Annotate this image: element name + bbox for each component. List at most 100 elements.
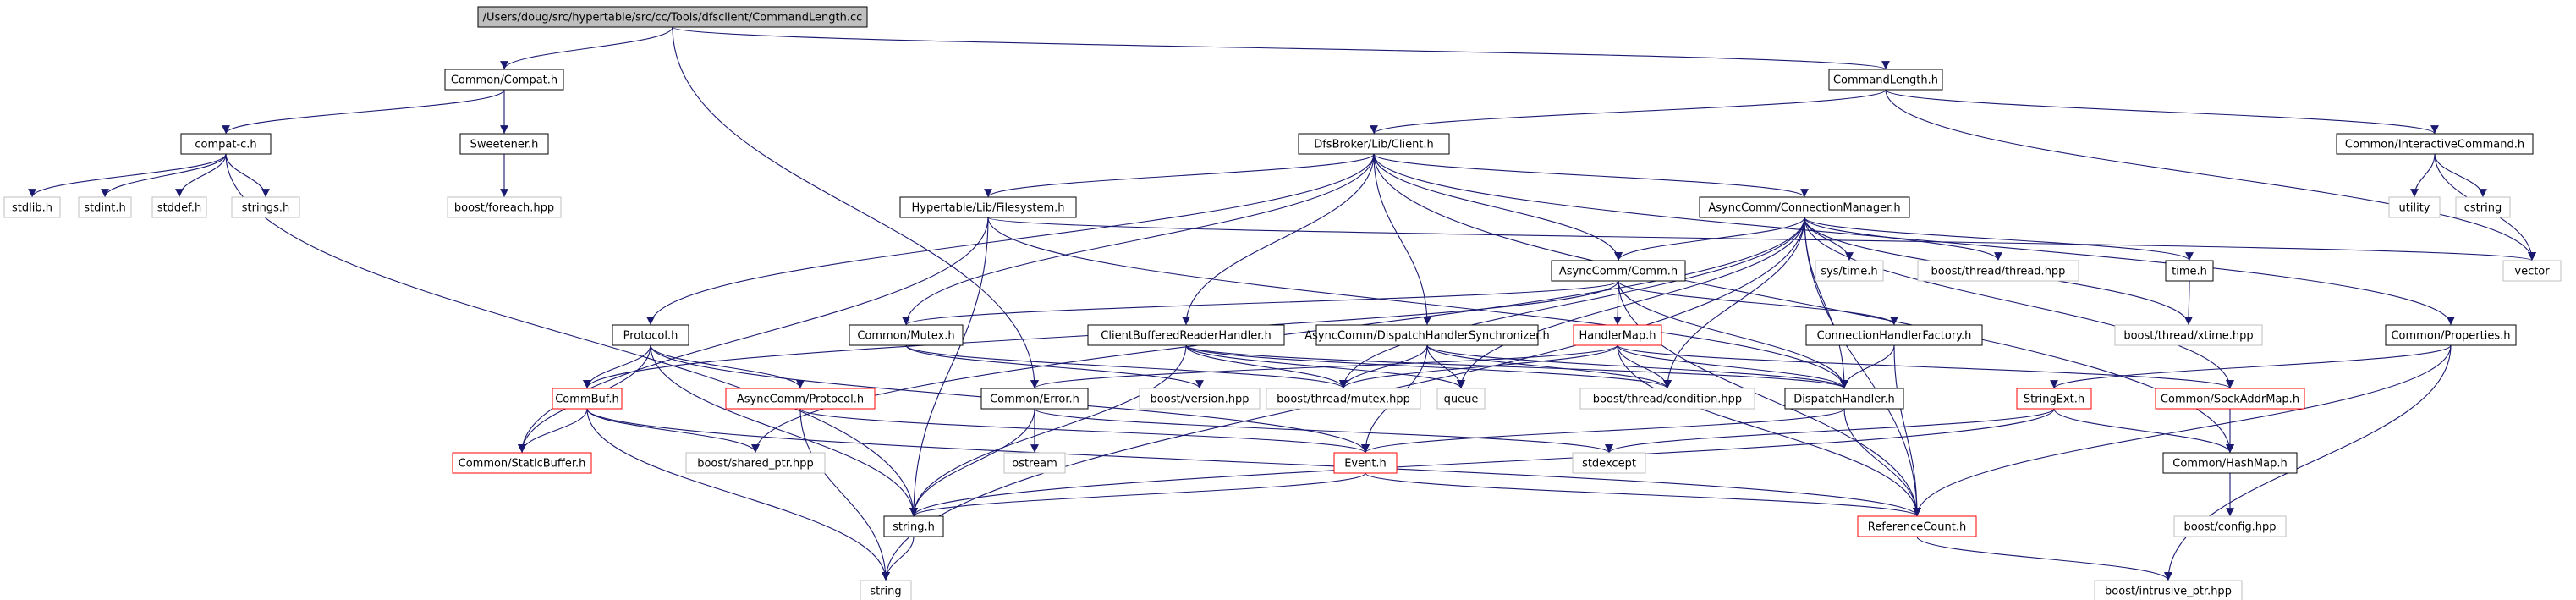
- node-stdint-h[interactable]: stdint.h: [78, 196, 132, 218]
- node-sys-time-h[interactable]: sys/time.h: [1815, 260, 1884, 282]
- node-box: [980, 388, 1089, 410]
- node-box: [1315, 324, 1539, 346]
- node-label: boost/config.hpp: [2183, 521, 2276, 534]
- edge-dfsclient-to-protocol: [646, 153, 1375, 326]
- node-asynccomm-protocol-h[interactable]: AsyncComm/Protocol.h: [725, 388, 876, 410]
- node-common-hashmap-h[interactable]: Common/HashMap.h: [2162, 452, 2298, 474]
- node-box: [444, 69, 564, 91]
- node-common-staticbuffer-h[interactable]: Common/StaticBuffer.h: [452, 452, 592, 474]
- edge-handlermap-to-refcount: [1617, 344, 1921, 517]
- node-asynccomm-comm-h[interactable]: AsyncComm/Comm.h: [1551, 260, 1686, 282]
- node-label: boost/foreach.hpp: [454, 202, 554, 215]
- node-common-sockaddrmap-h[interactable]: Common/SockAddrMap.h: [2155, 388, 2305, 410]
- edge-compat_c-to-stddef: [175, 153, 227, 198]
- node-event-h[interactable]: Event.h: [1333, 452, 1398, 474]
- node-handlermap-h[interactable]: HandlerMap.h: [1573, 324, 1662, 346]
- node-label: strings.h: [242, 202, 289, 215]
- edge-commbuf-to-staticbuf: [518, 408, 588, 454]
- edge-protocol-to-string_h: [650, 344, 918, 517]
- node-label: compat-c.h: [195, 139, 256, 151]
- node-box: [1551, 260, 1686, 282]
- node-box: [2336, 133, 2534, 155]
- node-stddef-h[interactable]: stddef.h: [151, 196, 207, 218]
- node-strings-h[interactable]: strings.h: [231, 196, 300, 218]
- node-box: [552, 388, 623, 410]
- node-boost-intrusive-ptr-hpp[interactable]: boost/intrusive_ptr.hpp: [2094, 580, 2243, 600]
- edge-compat_c-to-strings_h: [225, 153, 270, 198]
- node-ostream[interactable]: ostream: [1003, 452, 1066, 474]
- node-users-doug-src-hypertable-src-cc-tools-dfsclient-commandlength-cc[interactable]: /Users/doug/src/hypertable/src/cc/Tools/…: [477, 6, 868, 28]
- file-nodes: /Users/doug/src/hypertable/src/cc/Tools/…: [3, 6, 2562, 600]
- node-label: AsyncComm/Protocol.h: [737, 394, 864, 406]
- node-label: boost/shared_ptr.hpp: [697, 458, 814, 471]
- node-boost-version-hpp[interactable]: boost/version.hpp: [1139, 388, 1261, 410]
- edge-handlermap-to-error_h: [1030, 344, 1618, 389]
- node-referencecount-h[interactable]: ReferenceCount.h: [1857, 515, 1977, 537]
- node-label: Common/Compat.h: [451, 74, 557, 87]
- node-commbuf-h[interactable]: CommBuf.h: [552, 388, 623, 410]
- node-label: AsyncComm/Comm.h: [1559, 266, 1678, 278]
- edge-comm-to-connhf: [1618, 280, 1898, 326]
- node-cstring[interactable]: cstring: [2455, 196, 2511, 218]
- node-common-compat-h[interactable]: Common/Compat.h: [444, 69, 564, 91]
- node-boost-config-hpp[interactable]: boost/config.hpp: [2173, 515, 2287, 537]
- node-box: [2155, 388, 2305, 410]
- node-label: HandlerMap.h: [1579, 330, 1656, 343]
- node-hypertable-lib-filesystem-h[interactable]: Hypertable/Lib/Filesystem.h: [899, 196, 1077, 218]
- node-box: [2173, 515, 2287, 537]
- node-commandlength-h[interactable]: CommandLength.h: [1828, 69, 1943, 91]
- node-stdlib-h[interactable]: stdlib.h: [3, 196, 61, 218]
- node-compat-c-h[interactable]: compat-c.h: [180, 133, 272, 155]
- edge-mutex-to-boost_mutex: [905, 344, 1348, 389]
- node-clientbufferedreaderhandler-h[interactable]: ClientBufferedReaderHandler.h: [1087, 324, 1285, 346]
- node-label: boost/thread/condition.hpp: [1593, 394, 1742, 406]
- node-connectionhandlerfactory-h[interactable]: ConnectionHandlerFactory.h: [1805, 324, 1983, 346]
- node-time-h[interactable]: time.h: [2165, 260, 2214, 282]
- node-stdexcept[interactable]: stdexcept: [1572, 452, 1646, 474]
- edge-dfsclient-to-cbrh: [1182, 153, 1375, 326]
- node-string-h[interactable]: string.h: [883, 515, 944, 537]
- edge-commbuf-to-refcount: [586, 408, 1921, 517]
- node-common-mutex-h[interactable]: Common/Mutex.h: [849, 324, 964, 346]
- node-label: ReferenceCount.h: [1868, 521, 1966, 534]
- node-boost-thread-condition-hpp[interactable]: boost/thread/condition.hpp: [1579, 388, 1755, 410]
- node-label: AsyncComm/ConnectionManager.h: [1708, 202, 1900, 215]
- node-queue[interactable]: queue: [1436, 388, 1486, 410]
- edge-connmgr-to-boost_mutex: [1339, 217, 1805, 389]
- edge-stringext-to-stdexcept: [1605, 408, 2055, 454]
- node-label: Common/InteractiveCommand.h: [2345, 139, 2524, 151]
- node-stringext-h[interactable]: StringExt.h: [2016, 388, 2092, 410]
- node-common-interactivecommand-h[interactable]: Common/InteractiveCommand.h: [2336, 133, 2534, 155]
- node-common-error-h[interactable]: Common/Error.h: [980, 388, 1089, 410]
- node-box: [1298, 133, 1450, 155]
- node-box: [1087, 324, 1285, 346]
- node-asynccomm-dispatchhandlersynchronizer-h[interactable]: AsyncComm/DispatchHandlerSynchronizer.h: [1304, 324, 1550, 346]
- node-boost-thread-thread-hpp[interactable]: boost/thread/thread.hpp: [1917, 260, 2079, 282]
- node-label: sys/time.h: [1821, 266, 1877, 278]
- edge-cmdlen_h-to-dfsclient: [1370, 89, 1887, 135]
- edge-event-to-refcount: [1365, 472, 1921, 517]
- node-boost-thread-xtime-hpp[interactable]: boost/thread/xtime.hpp: [2114, 324, 2263, 346]
- node-dfsbroker-lib-client-h[interactable]: DfsBroker/Lib/Client.h: [1298, 133, 1450, 155]
- node-string[interactable]: string: [860, 580, 912, 600]
- node-protocol-h[interactable]: Protocol.h: [612, 324, 689, 346]
- edge-root-to-cmdlen_h: [672, 26, 1890, 70]
- node-utility[interactable]: utility: [2388, 196, 2441, 218]
- edge-dfsclient-to-filesystem: [984, 153, 1375, 198]
- node-label: ostream: [1012, 458, 1057, 471]
- node-asynccomm-connectionmanager-h[interactable]: AsyncComm/ConnectionManager.h: [1699, 196, 1910, 218]
- edge-interactive-to-utility: [2410, 153, 2436, 198]
- node-box: [151, 196, 207, 218]
- node-boost-thread-mutex-hpp[interactable]: boost/thread/mutex.hpp: [1266, 388, 1421, 410]
- node-label: Common/StaticBuffer.h: [459, 458, 586, 471]
- node-boost-foreach-hpp[interactable]: boost/foreach.hpp: [447, 196, 562, 218]
- node-box: [1699, 196, 1910, 218]
- node-vector[interactable]: vector: [2502, 260, 2562, 282]
- edge-cbrh-to-boost_cond: [1185, 344, 1672, 389]
- node-common-properties-h[interactable]: Common/Properties.h: [2385, 324, 2517, 346]
- node-boost-shared-ptr-hpp[interactable]: boost/shared_ptr.hpp: [685, 452, 826, 474]
- node-sweetener-h[interactable]: Sweetener.h: [459, 133, 549, 155]
- node-dispatchhandler-h[interactable]: DispatchHandler.h: [1784, 388, 1904, 410]
- edge-filesystem-to-dispatch: [987, 217, 1848, 389]
- edge-filesystem-to-staticbuf: [518, 217, 989, 454]
